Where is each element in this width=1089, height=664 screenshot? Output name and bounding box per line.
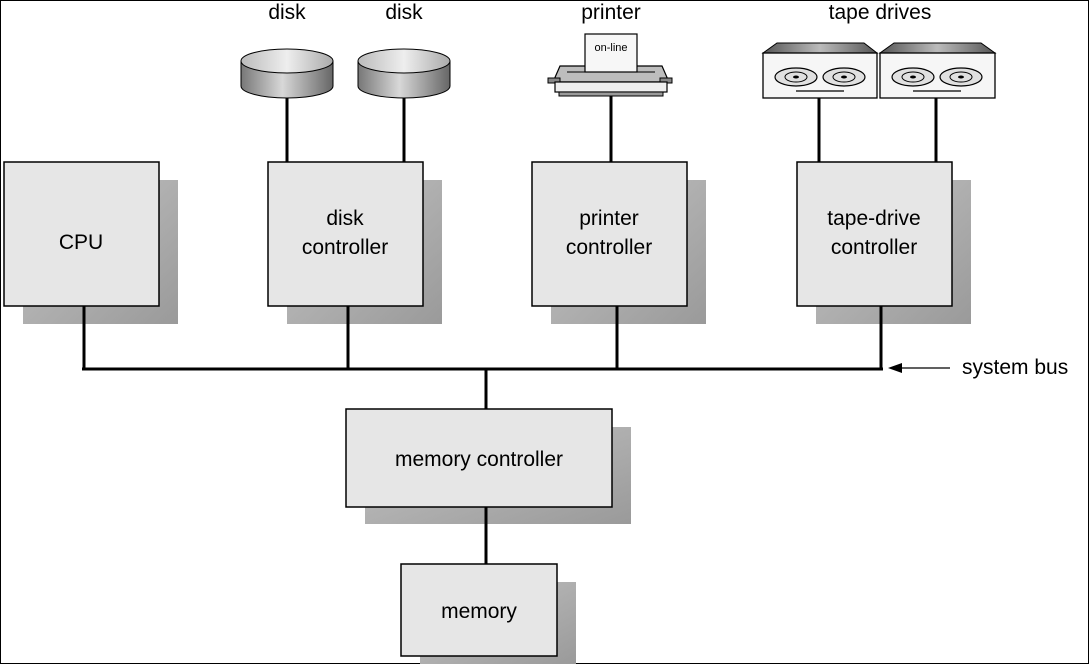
cpu-label: CPU — [59, 231, 103, 254]
tape-controller-label-line1: tape-drive — [827, 207, 920, 230]
system-bus-lines — [82, 305, 883, 565]
printer-controller-box — [531, 161, 688, 307]
system-bus-label: system bus — [962, 356, 1068, 379]
system-bus-arrow — [888, 363, 950, 373]
memory-controller-label: memory controller — [395, 448, 563, 471]
printer-status-text: on-line — [594, 42, 627, 54]
tape-controller-label-line2: controller — [831, 236, 917, 259]
tape-drive-icon — [878, 42, 997, 99]
tape-drive-icon — [761, 42, 879, 99]
printer-controller-label-line1: printer — [579, 207, 639, 230]
memory-controller-box — [345, 408, 613, 508]
memory-box — [400, 563, 558, 657]
disk-icon — [357, 48, 451, 99]
disk-controller-label-line1: disk — [326, 207, 364, 230]
disk-controller-box — [267, 161, 424, 307]
printer-controller-label-line2: controller — [566, 236, 652, 259]
tape-drive-controller-box — [796, 161, 953, 307]
device-connectors — [285, 96, 938, 163]
printer-label: printer — [581, 1, 641, 24]
tape-drives-label: tape drives — [829, 1, 932, 24]
disk-label-2: disk — [385, 1, 423, 24]
disk-controller-label-line2: controller — [302, 236, 388, 259]
cpu-box — [3, 161, 160, 307]
disk-label-1: disk — [268, 1, 306, 24]
disk-icon — [240, 48, 334, 99]
memory-label: memory — [441, 600, 517, 623]
